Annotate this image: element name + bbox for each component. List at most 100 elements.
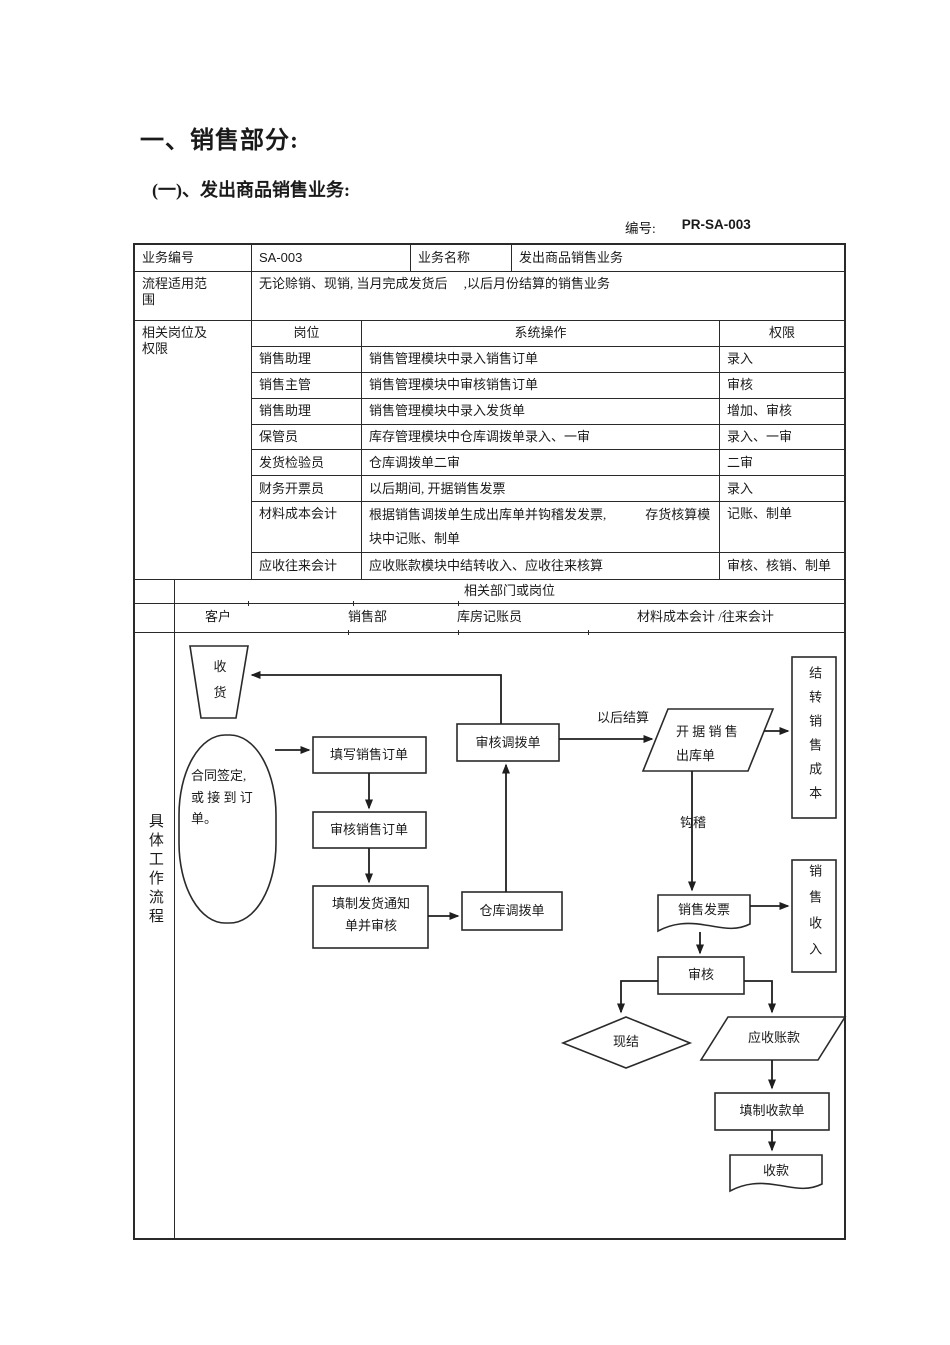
role-permission: 录入 [719,346,844,372]
receive-goods-label: 收 货 [213,659,227,700]
cash-settle-label: 现结 [612,1033,640,1049]
role-operation: 以后期间, 开据销售发票 [361,476,719,502]
contract-terminator [178,734,277,924]
dept-cost-accounting: 材料成本会计 /往来会计 [637,609,774,624]
role-permission: 审核、核销、制单 [719,553,844,579]
flow-label-cell: 具体工作流程 [135,633,174,1240]
role-post: 财务开票员 [259,480,325,496]
biz-no-label: 业务编号 [142,249,195,265]
dept-columns-row: 客户 销售部 库房记账员 材料成本会计 /往来会计 [135,601,844,635]
accounts-receivable-parallelogram [699,1016,847,1061]
roles-label: 相关岗位及 权限 [142,325,208,357]
cell-divider-tick [458,601,459,606]
doc-number-value: PR-SA-003 [681,217,751,232]
table-row: 财务开票员 以后期间, 开据销售发票 录入 [252,475,844,502]
carry-over-cost-box [791,656,837,819]
role-permission: 录入、一审 [719,424,844,450]
review-sales-order-label: 审核销售订单 [329,821,409,837]
roles-header-row: 岗位 系统操作 权限 [252,321,844,346]
role-post: 应收往来会计 [259,557,338,573]
cross-check-label: 钩稽 [679,814,707,830]
dept-header-row: 相关部门或岗位 [135,579,844,603]
cell-divider-tick [458,630,459,635]
fill-sales-order-label: 填写销售订单 [329,746,409,762]
role-operation: 应收账款模块中结转收入、应收往来核算 [361,553,719,579]
issue-outbound-label: 开 据 销 售 出库单 [676,724,738,763]
arrow-review-to-cash [617,980,658,1014]
receive-goods-trapezoid [189,645,249,719]
role-post: 保管员 [259,428,299,444]
sales-invoice-document [657,894,751,933]
role-operation: 根据销售调拨单生成出库单并钩稽发发票, 存货核算模 块中记账、制单 [361,502,719,553]
role-permission: 增加、审核 [719,398,844,424]
process-table: 业务编号 SA-003 业务名称 发出商品销售业务 流程适用范 围 无论赊销、现… [133,243,847,1240]
biz-name-label: 业务名称 [410,245,511,271]
empty-cell [135,580,174,603]
issue-outbound-parallelogram [641,708,775,772]
table-row: 发货检验员 仓库调拨单二审 二审 [252,449,844,476]
sales-revenue-box [791,859,837,973]
flow-row: 具体工作流程 [135,632,847,1240]
table-row: 销售主管 销售管理模块中审核销售订单 审核 [252,371,844,398]
receive-payment-document [729,1154,823,1193]
review-label: 审核 [687,966,715,982]
arrow-review-transfer-to-receive-goods [250,671,502,724]
flow-label: 具体工作流程 [146,813,163,927]
biz-name-value: 发出商品销售业务 [511,245,844,271]
role-operation: 销售管理模块中审核销售订单 [361,372,719,398]
carry-over-cost-label: 结转销售成本 [807,665,823,810]
row-scope: 流程适用范 围 无论赊销、现销, 当月完成发货后 ,以后月份结算的销售业务 [135,271,844,320]
role-operation: 库存管理模块中仓库调拨单录入、一审 [361,424,719,450]
role-permission: 记账、制单 [719,502,844,553]
later-settlement-label: 以后结算 [596,709,650,725]
role-post: 销售助理 [259,402,312,418]
empty-cell [135,604,174,632]
cell-divider-tick [348,630,349,635]
scope-label: 流程适用范 围 [142,276,208,308]
flowchart: 收 货 合同签定, 或 接 到 订 单。 填写销售订单 审核销售订单 填制发货通… [174,633,847,1240]
dept-columns: 客户 销售部 库房记账员 材料成本会计 /往来会计 [174,601,844,635]
table-row: 销售助理 销售管理模块中录入销售订单 录入 [252,345,844,372]
cell-divider-tick [353,601,354,606]
sales-revenue-label: 销售收入 [807,864,823,968]
doc-number: 编号: PR-SA-003 [625,217,751,237]
cell-divider-tick [588,630,589,635]
review-transfer-box [456,723,560,762]
review-box [657,956,745,995]
dept-sales: 销售部 [348,609,388,624]
col-post: 岗位 [293,325,320,341]
table-row: 应收往来会计 应收账款模块中结转收入、应收往来核算 审核、核销、制单 [252,552,844,579]
accounts-receivable-label: 应收账款 [747,1029,801,1045]
roles-section: 相关岗位及 权限 岗位 系统操作 权限 销售助理 销售管理模块中录入销售订单 录… [135,320,844,579]
roles-subtable: 岗位 系统操作 权限 销售助理 销售管理模块中录入销售订单 录入 销售主管 销售… [251,321,844,579]
arrow-review-to-ar [744,980,776,1014]
role-operation: 仓库调拨单二审 [361,450,719,476]
role-permission: 审核 [719,372,844,398]
role-post: 发货检验员 [259,454,325,470]
warehouse-transfer-label: 仓库调拨单 [479,902,545,918]
fill-receipt-label: 填制收款单 [739,1102,805,1118]
biz-no-value: SA-003 [251,245,410,271]
fill-shipping-notice-box [312,885,429,949]
page-title: 一、销售部分: [140,128,299,154]
row-business-id: 业务编号 SA-003 业务名称 发出商品销售业务 [135,245,844,271]
section-subtitle: (一)、发出商品销售业务: [152,180,350,200]
fill-shipping-notice-label: 填制发货通知 单并审核 [331,896,411,933]
role-operation: 销售管理模块中录入发货单 [361,398,719,424]
dept-warehouse-clerk: 库房记账员 [457,609,523,624]
dept-header: 相关部门或岗位 [174,580,844,603]
review-transfer-label: 审核调拨单 [475,734,541,750]
role-permission: 二审 [719,450,844,476]
col-permission: 权限 [719,321,844,346]
warehouse-transfer-box [461,891,563,931]
cell-divider-tick [248,601,249,606]
doc-number-label: 编号: [625,221,656,236]
role-operation: 销售管理模块中录入销售订单 [361,346,719,372]
contract-label: 合同签定, 或 接 到 订 单。 [191,768,253,826]
col-operation: 系统操作 [361,321,719,346]
role-permission: 录入 [719,476,844,502]
role-post: 销售主管 [259,377,312,393]
table-row: 销售助理 销售管理模块中录入发货单 增加、审核 [252,397,844,424]
flowchart-canvas [178,645,847,1193]
